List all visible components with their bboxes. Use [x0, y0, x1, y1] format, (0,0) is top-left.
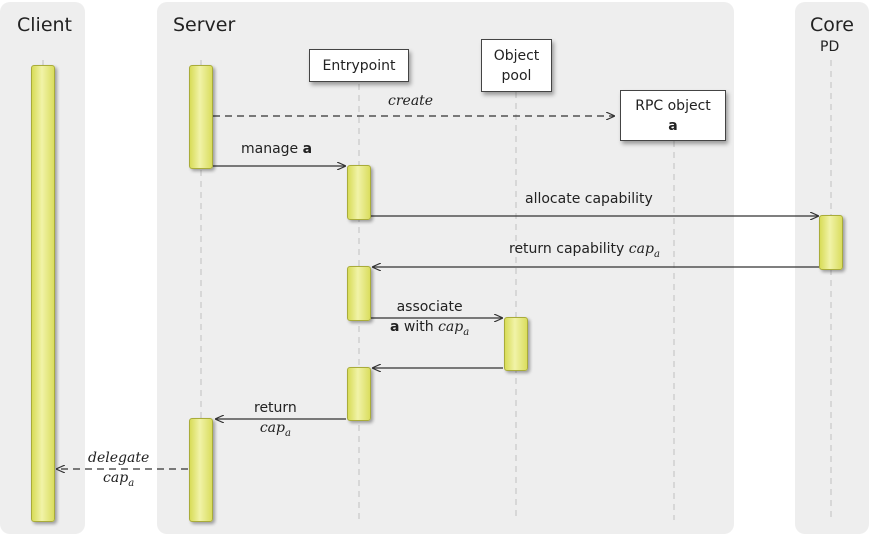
- create-label: create: [388, 93, 434, 109]
- server-activation-2: [189, 418, 213, 522]
- manage-text: manage: [241, 141, 303, 157]
- object-pool-label-line1: Object: [493, 47, 540, 64]
- associate-with-line: a with capa: [390, 319, 470, 338]
- manage-label: manage a: [241, 141, 312, 157]
- entrypoint-box: Entrypoint: [309, 49, 409, 82]
- object-pool-label-line2: pool: [501, 67, 532, 84]
- rpc-object-label-line2: a: [668, 117, 678, 134]
- core-lane-subtitle: PD: [820, 39, 840, 55]
- entrypoint-label: Entrypoint: [322, 57, 396, 74]
- return-cap-symbol: capa: [259, 420, 291, 439]
- rpc-object-box: RPC object a: [620, 90, 726, 141]
- object-pool-activation: [504, 317, 528, 371]
- cap-a-symbol: capa: [628, 241, 660, 260]
- manage-object: a: [302, 141, 313, 157]
- return-cap-label: return capa: [254, 398, 297, 444]
- allocate-label: allocate capability: [525, 191, 653, 207]
- return-capability-text: return capability: [509, 241, 629, 257]
- object-pool-box: Object pool: [481, 39, 552, 92]
- client-activation: [31, 65, 55, 522]
- core-lane-title: Core: [810, 14, 854, 36]
- delegate-cap-symbol: capa: [103, 470, 135, 489]
- server-lane-title: Server: [173, 14, 236, 36]
- delegate-text: delegate: [88, 450, 150, 466]
- entrypoint-activation-1: [347, 165, 371, 220]
- core-activation: [819, 215, 843, 270]
- associate-label: associate a with capa: [390, 297, 469, 343]
- return-text: return: [254, 400, 297, 416]
- associate-text: associate: [396, 299, 463, 315]
- entrypoint-activation-3: [347, 367, 371, 421]
- server-activation-1: [189, 65, 213, 169]
- client-lane-title: Client: [17, 14, 73, 36]
- delegate-label: delegate capa: [88, 448, 149, 494]
- return-capability-label: return capability capa: [509, 241, 660, 260]
- rpc-object-label-line1: RPC object: [635, 97, 711, 114]
- entrypoint-activation-2: [347, 266, 371, 321]
